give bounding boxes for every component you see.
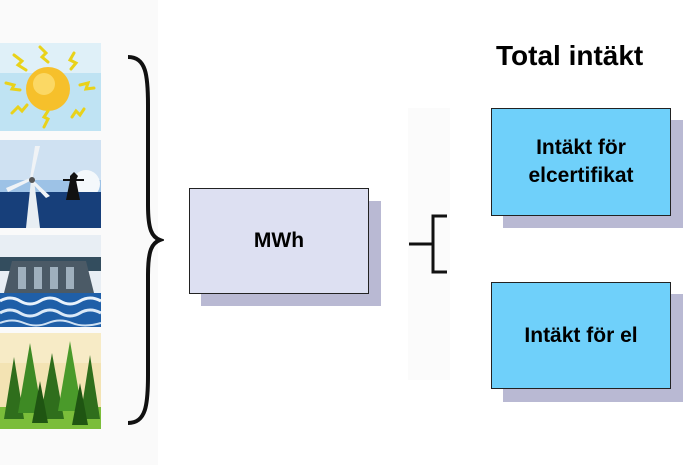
split-bracket — [409, 214, 447, 274]
certificate-revenue-label: Intäkt för elcertifikat — [528, 136, 634, 187]
curly-brace — [127, 55, 164, 425]
diagram-title: Total intäkt — [496, 40, 644, 71]
mwh-box: MWh — [189, 188, 369, 294]
mwh-label: MWh — [253, 229, 305, 252]
sun-icon — [0, 43, 101, 131]
forest-icon — [0, 333, 101, 429]
certificate-revenue-box: Intäkt för elcertifikat — [491, 108, 671, 216]
electricity-revenue-label: Intäkt för el — [524, 323, 638, 347]
wind-turbine-icon — [0, 140, 101, 228]
hydropower-dam-icon — [0, 235, 101, 327]
electricity-revenue-box: Intäkt för el — [491, 282, 671, 389]
